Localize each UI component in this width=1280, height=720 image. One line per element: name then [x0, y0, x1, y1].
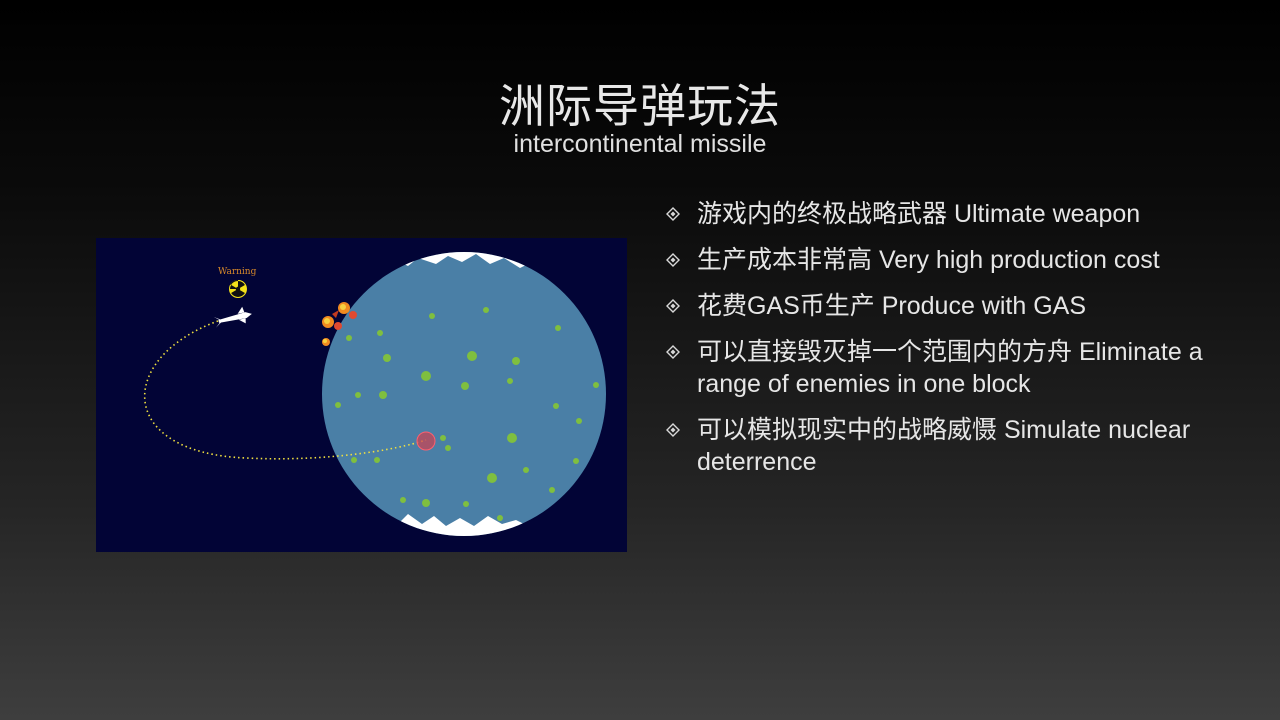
south-ice-cap	[366, 514, 566, 536]
planet-dots	[335, 307, 599, 521]
bullet-text: 花费GAS币生产 Produce with GAS	[697, 292, 1087, 320]
bullet-item: 生产成本非常高 Very high production cost	[664, 244, 1224, 276]
illustration-canvas	[143, 252, 606, 536]
diamond-bullet-icon	[666, 299, 680, 313]
radiation-icon	[229, 280, 247, 298]
planet	[322, 252, 606, 536]
north-ice-cap	[376, 252, 556, 268]
bullet-text: 可以模拟现实中的战略威慑 Simulate nuclear deterrence	[697, 416, 1191, 476]
bullet-item: 游戏内的终极战略武器 Ultimate weapon	[664, 198, 1224, 230]
bullet-item: 可以模拟现实中的战略威慑 Simulate nuclear deterrence	[664, 414, 1224, 478]
diamond-bullet-icon	[666, 253, 680, 267]
bullet-text: 生产成本非常高 Very high production cost	[697, 246, 1160, 274]
bullet-text: 可以直接毁灭掉一个范围内的方舟 Eliminate a range of ene…	[697, 338, 1203, 398]
diamond-bullet-icon	[666, 207, 680, 221]
explosion-icon	[322, 302, 357, 346]
bullet-item: 花费GAS币生产 Produce with GAS	[664, 290, 1224, 322]
diamond-bullet-icon	[666, 345, 680, 359]
warning-label: Warning	[218, 267, 257, 277]
slide-subtitle: intercontinental missile	[513, 130, 767, 158]
slide-title: 洲际导弹玩法	[499, 79, 781, 133]
missile-icon	[213, 306, 252, 328]
bullet-text: 游戏内的终极战略武器 Ultimate weapon	[697, 200, 1141, 228]
bullet-list: 游戏内的终极战略武器 Ultimate weapon 生产成本非常高 Very …	[664, 198, 1224, 492]
target-marker-icon	[416, 431, 436, 451]
missile-trajectory	[143, 320, 427, 460]
bullet-item: 可以直接毁灭掉一个范围内的方舟 Eliminate a range of ene…	[664, 336, 1224, 400]
diamond-bullet-icon	[666, 423, 680, 437]
missile-illustration: Warning	[96, 238, 627, 552]
